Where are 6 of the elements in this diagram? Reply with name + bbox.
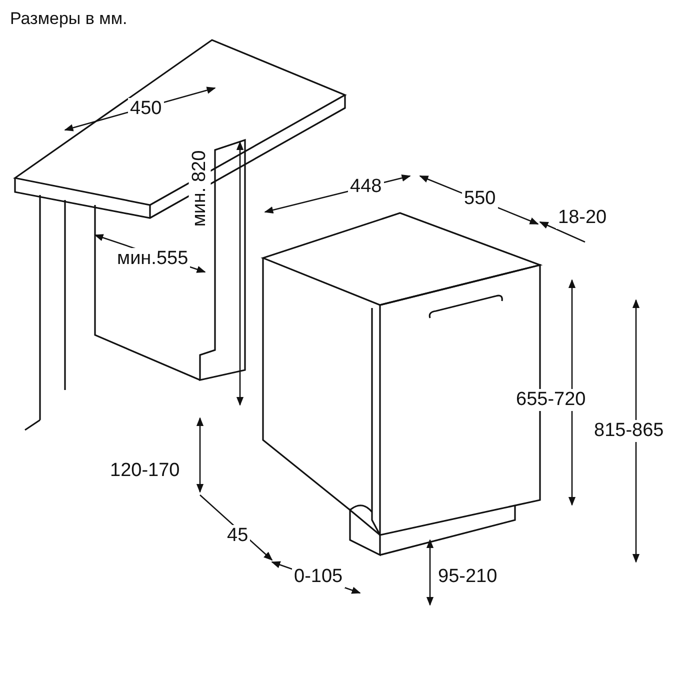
dimension-label: 18-20 [556, 207, 609, 229]
dimension-label: мин.555 [115, 248, 190, 270]
dimension-label: 815-865 [592, 420, 666, 442]
dimension-label: 550 [462, 188, 498, 210]
dimension-label: 0-105 [292, 566, 345, 588]
dimension-label: 655-720 [514, 389, 588, 411]
